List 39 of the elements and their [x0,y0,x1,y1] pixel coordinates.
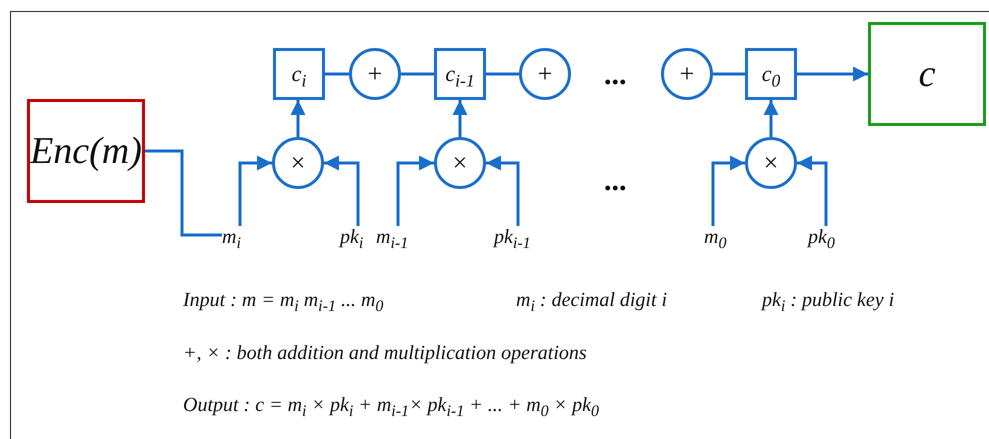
adder-circle: + [519,48,571,100]
arrow [238,156,272,226]
arrow [290,100,306,137]
input-label: m$_{0}$ [704,226,726,248]
register-box: c$_{i-1}$ [434,48,486,100]
arrow [764,100,778,137]
connector-line [401,72,434,76]
ellipsis: ... [604,62,626,88]
arrow [324,156,360,226]
arrow [452,100,468,137]
connector-line [486,72,519,76]
key-label: pk$_{i-1}$ [494,226,531,248]
connector-line [325,72,349,76]
register-box: c$_{0}$ [745,48,797,100]
definition-text: pk$_{i}$ : public key i [762,288,894,313]
arrow [396,156,434,226]
adder-circle: + [661,48,713,100]
arrow [712,156,745,226]
formula-text: Input : m = m$_{i}$ m$_{i-1}$ ... m$_{0}$ [183,288,384,313]
multiplier-circle: × [272,137,324,189]
multiplier-circle: × [434,137,486,189]
input-label: m$_{i}$ [222,226,241,248]
output-box: c [868,22,986,126]
arrow [797,156,828,226]
arrow [486,156,520,226]
connector-line [713,72,745,76]
process-box: Enc(m) [27,99,145,203]
arrow [797,66,868,82]
definition-text: m$_{i}$ : decimal digit i [516,288,668,313]
ellipsis: ... [604,168,626,194]
key-label: pk$_{i}$ [340,226,364,248]
multiplier-circle: × [745,137,797,189]
adder-circle: + [349,48,401,100]
connector-line [145,150,222,236]
note-text: +, × : both addition and multiplication operations [183,341,587,366]
input-label: m$_{i-1}$ [376,226,408,248]
register-box: c$_{i}$ [273,48,325,100]
key-label: pk$_{0}$ [808,226,835,248]
formula-text: Output : c = m$_{i}$ × pk$_{i}$ + m$_{i-1}$× pk$_{i-1}$ + ... + m$_{0}$ × pk$_{0}$ [183,393,600,418]
